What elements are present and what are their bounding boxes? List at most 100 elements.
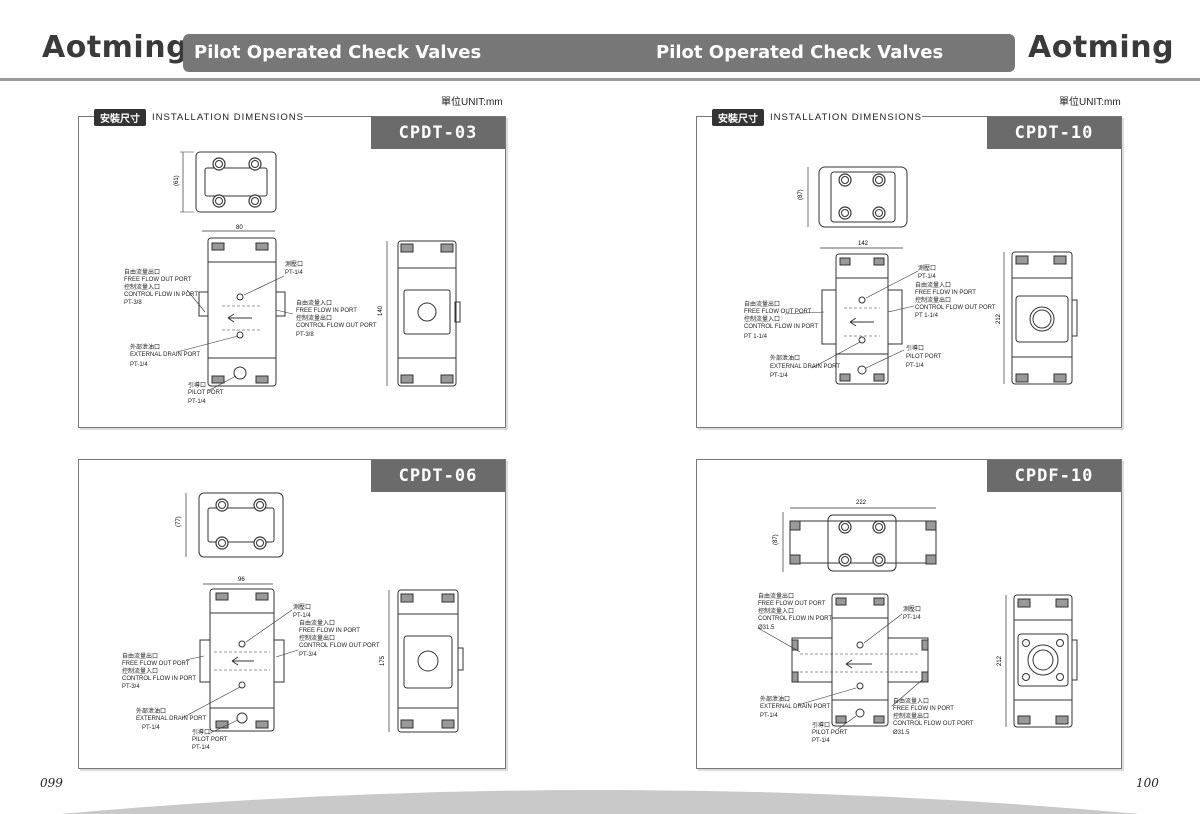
svg-text:Ø31.5: Ø31.5 [893, 730, 910, 736]
drawing-cpdf-10 [757, 507, 1078, 730]
svg-text:EXTERNAL DRAIN PORT: EXTERNAL DRAIN PORT [130, 352, 200, 358]
section-label-left: 安裝尺寸 INSTALLATION DIMENSIONS [94, 108, 304, 126]
svg-text:EXTERNAL DRAIN PORT: EXTERNAL DRAIN PORT [136, 716, 206, 722]
model-tag: CPDF-10 [987, 460, 1121, 492]
svg-text:PT-1/4: PT-1/4 [188, 399, 206, 405]
svg-text:測壓口: 測壓口 [903, 605, 921, 613]
svg-text:PT-3/8: PT-3/8 [124, 300, 142, 306]
svg-text:EXTERNAL DRAIN PORT: EXTERNAL DRAIN PORT [760, 704, 830, 710]
svg-text:FREE FLOW IN PORT: FREE FLOW IN PORT [296, 308, 357, 314]
drawing-cpdt-03 [176, 151, 461, 392]
svg-text:PT-1/4: PT-1/4 [918, 274, 936, 280]
svg-text:CONTROL FLOW OUT PORT: CONTROL FLOW OUT PORT [299, 643, 380, 649]
section-label-right: 安裝尺寸 INSTALLATION DIMENSIONS [712, 108, 922, 126]
svg-text:PT-3/4: PT-3/4 [122, 684, 140, 690]
panel-cpdt-10: CPDT-10 [696, 116, 1122, 428]
page-number-right: 100 [1136, 776, 1159, 790]
svg-text:EXTERNAL DRAIN PORT: EXTERNAL DRAIN PORT [770, 364, 840, 370]
model-tag: CPDT-03 [371, 117, 505, 149]
svg-text:PILOT PORT: PILOT PORT [906, 354, 942, 360]
svg-text:PT-1/4: PT-1/4 [130, 362, 148, 368]
svg-text:FREE FLOW IN PORT: FREE FLOW IN PORT [893, 706, 954, 712]
svg-text:PT 1-1/4: PT 1-1/4 [744, 334, 768, 340]
header-bar [183, 34, 1015, 72]
dim-height-top: (77) [176, 516, 182, 527]
svg-text:測壓口: 測壓口 [918, 264, 936, 272]
model-tag: CPDT-10 [987, 117, 1121, 149]
page-title-right: Pilot Operated Check Valves [656, 42, 944, 63]
svg-text:PT-1/4: PT-1/4 [906, 363, 924, 369]
svg-text:自由流量入口: 自由流量入口 [915, 281, 951, 289]
svg-text:外部泄油口: 外部泄油口 [760, 695, 790, 703]
dim-width: 222 [856, 500, 867, 506]
svg-text:控制流量出口: 控制流量出口 [915, 296, 951, 304]
svg-text:PILOT PORT: PILOT PORT [192, 737, 228, 743]
svg-text:控制流量入口: 控制流量入口 [122, 667, 158, 675]
dim-height-top: (87) [798, 189, 804, 200]
svg-text:外部泄油口: 外部泄油口 [770, 354, 800, 362]
svg-text:控制流量出口: 控制流量出口 [893, 712, 929, 720]
svg-text:PT-1/4: PT-1/4 [192, 745, 210, 751]
callouts-cpdt-10: 測壓口 PT-1/4 自由流量入口 FREE FLOW IN PORT 控制流量… [744, 264, 996, 379]
svg-text:外部泄油口: 外部泄油口 [136, 707, 166, 715]
svg-text:自由流量出口: 自由流量出口 [744, 300, 780, 308]
dim-width: 96 [238, 577, 245, 583]
svg-text:CONTROL FLOW IN PORT: CONTROL FLOW IN PORT [122, 676, 196, 682]
svg-text:FREE FLOW OUT PORT: FREE FLOW OUT PORT [744, 309, 812, 315]
svg-text:CONTROL FLOW OUT PORT: CONTROL FLOW OUT PORT [893, 721, 974, 727]
svg-text:CONTROL FLOW IN PORT: CONTROL FLOW IN PORT [124, 292, 198, 298]
svg-text:PILOT PORT: PILOT PORT [812, 730, 848, 736]
section-label-en: INSTALLATION DIMENSIONS [770, 111, 922, 123]
svg-text:引導口: 引導口 [906, 344, 924, 352]
svg-text:PT-1/4: PT-1/4 [293, 613, 311, 619]
svg-text:PT-3/8: PT-3/8 [296, 332, 314, 338]
svg-text:FREE FLOW IN PORT: FREE FLOW IN PORT [299, 628, 360, 634]
svg-text:控制流量入口: 控制流量入口 [124, 283, 160, 291]
brand-logo-left: Aotming [42, 30, 189, 65]
svg-text:外部泄油口: 外部泄油口 [130, 343, 160, 351]
section-label-en: INSTALLATION DIMENSIONS [152, 111, 304, 123]
brand-logo-right: Aotming [1028, 30, 1175, 65]
dim-height-side: 175 [380, 655, 386, 666]
svg-text:FREE FLOW OUT PORT: FREE FLOW OUT PORT [124, 277, 192, 283]
svg-text:自由流量入口: 自由流量入口 [299, 619, 335, 627]
panel-cpdt-03: CPDT-03 [78, 116, 506, 428]
dim-height-side: 212 [997, 655, 1003, 666]
dim-width: 80 [236, 225, 243, 231]
footer-decoration [60, 790, 1140, 814]
svg-text:引導口: 引導口 [812, 721, 830, 729]
svg-text:控制流量出口: 控制流量出口 [296, 314, 332, 322]
svg-text:自由流量入口: 自由流量入口 [296, 299, 332, 307]
svg-text:引導口: 引導口 [192, 728, 210, 736]
svg-text:PT-1/4: PT-1/4 [285, 270, 303, 276]
model-tag: CPDT-06 [371, 460, 505, 492]
drawing-cpdt-06 [181, 492, 464, 735]
callouts-cpdf-10: 自由流量出口 FREE FLOW OUT PORT 控制流量入口 CONTROL… [758, 592, 974, 744]
dim-height-side: 212 [996, 313, 1002, 324]
svg-text:PT-1/4: PT-1/4 [903, 615, 921, 621]
header-divider [0, 78, 1200, 81]
svg-text:CONTROL FLOW OUT PORT: CONTROL FLOW OUT PORT [915, 305, 996, 311]
section-label-cn: 安裝尺寸 [94, 108, 146, 126]
dim-height-top: (61) [174, 175, 180, 186]
svg-text:CONTROL FLOW OUT PORT: CONTROL FLOW OUT PORT [296, 323, 377, 329]
dim-height-top: (87) [773, 534, 779, 545]
svg-text:PT-3/4: PT-3/4 [299, 652, 317, 658]
callouts-cpdt-06: 測壓口 PT-1/4 自由流量入口 FREE FLOW IN PORT 控制流量… [122, 603, 380, 751]
svg-text:PT-1/4: PT-1/4 [770, 373, 788, 379]
svg-text:PT-1/4: PT-1/4 [142, 725, 160, 731]
svg-text:FREE FLOW OUT PORT: FREE FLOW OUT PORT [758, 601, 826, 607]
svg-text:PT 1-1/4: PT 1-1/4 [915, 313, 939, 319]
svg-text:PT-1/4: PT-1/4 [760, 713, 778, 719]
dim-height-side: 140 [378, 305, 384, 316]
svg-text:FREE FLOW OUT PORT: FREE FLOW OUT PORT [122, 661, 190, 667]
page-number-left: 099 [40, 776, 63, 790]
svg-text:測壓口: 測壓口 [293, 603, 311, 611]
section-label-cn: 安裝尺寸 [712, 108, 764, 126]
svg-text:自由流量入口: 自由流量入口 [893, 697, 929, 705]
svg-text:控制流量入口: 控制流量入口 [758, 607, 794, 615]
dim-width: 142 [858, 241, 869, 247]
svg-text:PILOT PORT: PILOT PORT [188, 390, 224, 396]
unit-label-right: 單位UNIT:mm [1059, 97, 1121, 108]
